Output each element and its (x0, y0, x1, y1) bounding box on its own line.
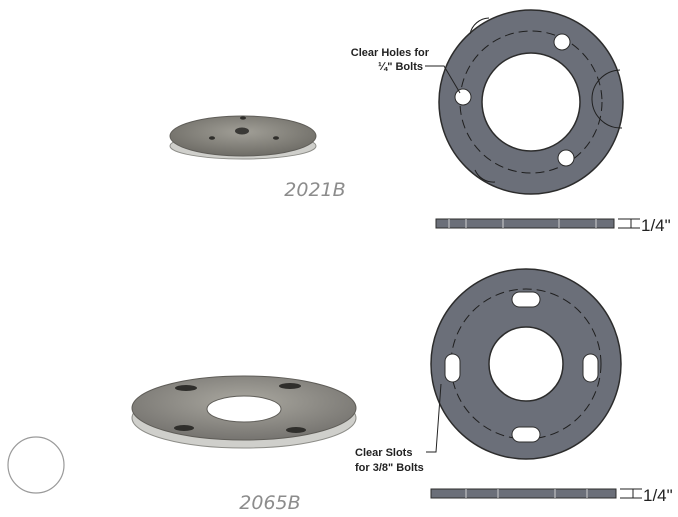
part-number-2021b: 2021B (284, 179, 345, 201)
side-profile-2021b: 1/4" (435, 216, 671, 235)
thickness-2021b: 1/4" (641, 216, 671, 235)
callout-2065b-line1: Clear Slots (355, 447, 412, 459)
callout-2065b: Clear Slots for 3/8" Bolts (355, 383, 442, 474)
plate-drawing-2021b (438, 9, 624, 195)
plate-drawing-2065b (430, 268, 622, 460)
photo-2021b (169, 115, 317, 160)
part-number-2065b: 2065B (239, 492, 300, 514)
callout-2021b: Clear Holes for ¼" Bolts (351, 47, 461, 94)
callout-2065b-line2: for 3/8" Bolts (355, 462, 424, 474)
photo-2065b (131, 375, 357, 449)
empty-circle-outline (7, 436, 65, 494)
thickness-2065b: 1/4" (643, 486, 673, 505)
callout-2021b-line2: ¼" Bolts (378, 61, 423, 73)
side-profile-2065b: 1/4" (430, 486, 673, 505)
callout-2021b-line1: Clear Holes for (351, 47, 430, 59)
